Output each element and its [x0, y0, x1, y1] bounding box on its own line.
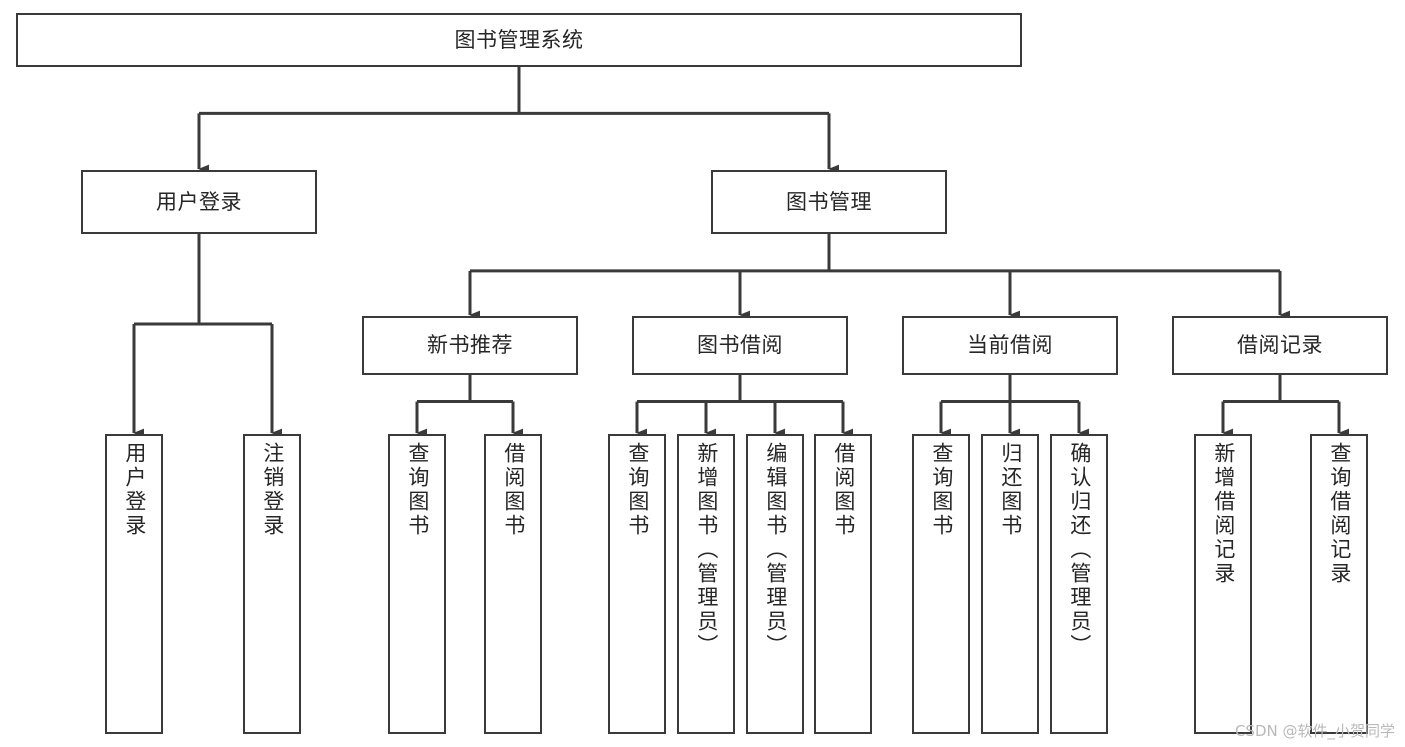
- node-leaf-rec-query[interactable]: 查询图书: [388, 434, 446, 734]
- node-label: 查询图书: [405, 442, 430, 538]
- node-label: 查询借阅记录: [1327, 442, 1352, 586]
- csdn-watermark: CSDN @软件_小贺同学: [1234, 722, 1395, 740]
- node-label: 新书推荐: [427, 333, 513, 358]
- node-leaf-rec-borrow[interactable]: 借阅图书: [484, 434, 542, 734]
- node-label: 图书管理系统: [454, 27, 584, 52]
- node-leaf-rec-search[interactable]: 查询借阅记录: [1310, 434, 1368, 734]
- node-label: 图书借阅: [697, 333, 783, 358]
- node-label: 当前借阅: [967, 333, 1053, 358]
- node-label: 查询图书: [929, 442, 954, 538]
- node-book-borrow[interactable]: 图书借阅: [632, 316, 848, 375]
- node-borrow-record[interactable]: 借阅记录: [1172, 316, 1388, 375]
- node-label: 编辑图书（管理员）: [763, 442, 788, 658]
- node-leaf-borrow-edit[interactable]: 编辑图书（管理员）: [746, 434, 804, 734]
- node-label: 借阅记录: [1237, 333, 1323, 358]
- node-user-login[interactable]: 用户登录: [81, 170, 317, 234]
- node-new-book-rec[interactable]: 新书推荐: [362, 316, 578, 375]
- node-leaf-borrow-lend[interactable]: 借阅图书: [814, 434, 872, 734]
- node-leaf-cur-return[interactable]: 归还图书: [981, 434, 1039, 734]
- node-label: 图书管理: [786, 189, 872, 214]
- node-leaf-cur-query[interactable]: 查询图书: [912, 434, 970, 734]
- node-leaf-user-login[interactable]: 用户登录: [105, 434, 163, 734]
- node-current-borrow[interactable]: 当前借阅: [902, 316, 1118, 375]
- node-leaf-user-logout[interactable]: 注销登录: [243, 434, 301, 734]
- node-leaf-borrow-add[interactable]: 新增图书（管理员）: [677, 434, 735, 734]
- node-label: 用户登录: [156, 189, 242, 214]
- node-book-manage[interactable]: 图书管理: [711, 170, 947, 234]
- node-leaf-rec-add[interactable]: 新增借阅记录: [1194, 434, 1252, 734]
- node-leaf-borrow-query[interactable]: 查询图书: [608, 434, 666, 734]
- node-label: 查询图书: [625, 442, 650, 538]
- node-label: 新增借阅记录: [1211, 442, 1236, 586]
- node-label: 用户登录: [122, 442, 147, 538]
- node-leaf-cur-confirm[interactable]: 确认归还（管理员）: [1050, 434, 1108, 734]
- node-label: 注销登录: [260, 442, 285, 538]
- node-root[interactable]: 图书管理系统: [16, 13, 1022, 67]
- node-label: 归还图书: [998, 442, 1023, 538]
- node-label: 借阅图书: [831, 442, 856, 538]
- node-label: 确认归还（管理员）: [1067, 442, 1092, 658]
- node-label: 新增图书（管理员）: [694, 442, 719, 658]
- node-label: 借阅图书: [501, 442, 526, 538]
